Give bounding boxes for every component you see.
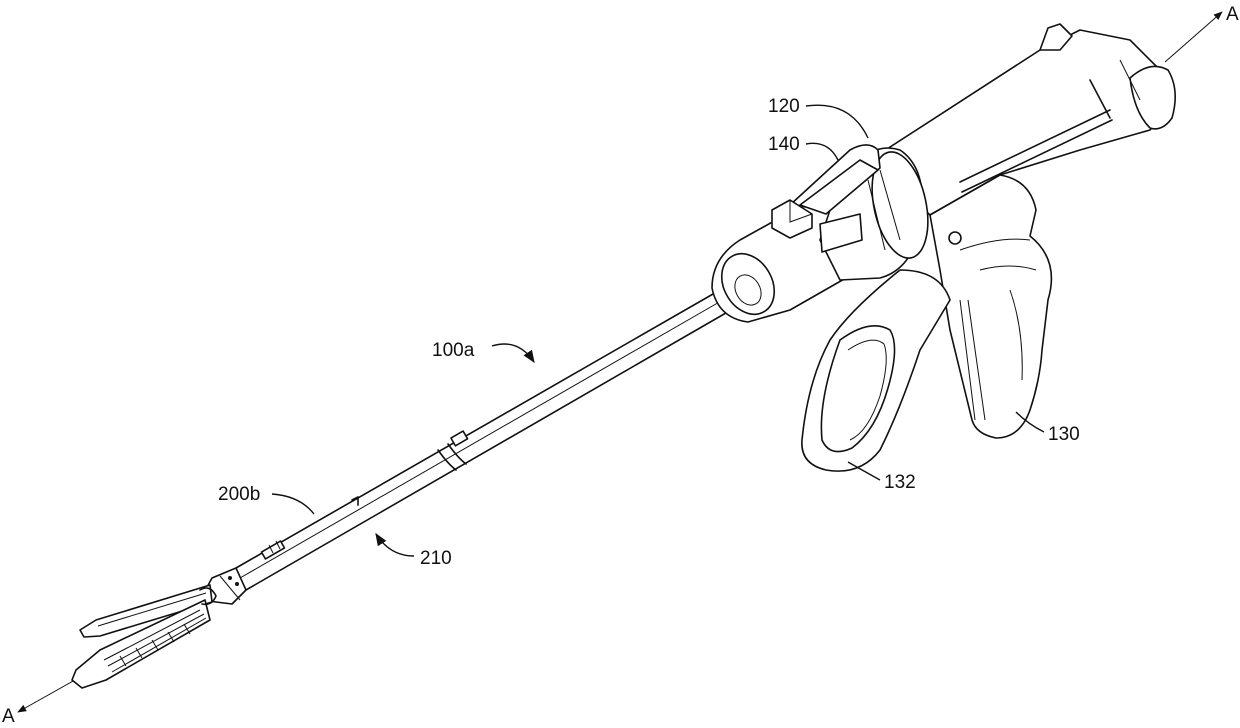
label-button: 140: [768, 134, 838, 160]
label-device: 100a: [432, 340, 534, 362]
svg-text:132: 132: [884, 472, 916, 493]
end-effector: [72, 568, 246, 688]
svg-text:120: 120: [768, 96, 800, 117]
label-knob: 120: [768, 96, 868, 138]
handle-assembly: [711, 24, 1175, 471]
svg-text:140: 140: [768, 134, 800, 155]
svg-text:210: 210: [420, 548, 452, 569]
label-shaft: 210: [376, 534, 452, 569]
axis-label-end: A: [1226, 4, 1239, 25]
svg-text:130: 130: [1048, 424, 1080, 445]
svg-text:100a: 100a: [432, 340, 475, 361]
label-loading-unit: 200b: [218, 484, 314, 514]
elongated-shaft: [236, 290, 738, 590]
axis-label-start: A: [2, 706, 15, 727]
svg-text:200b: 200b: [218, 484, 260, 505]
